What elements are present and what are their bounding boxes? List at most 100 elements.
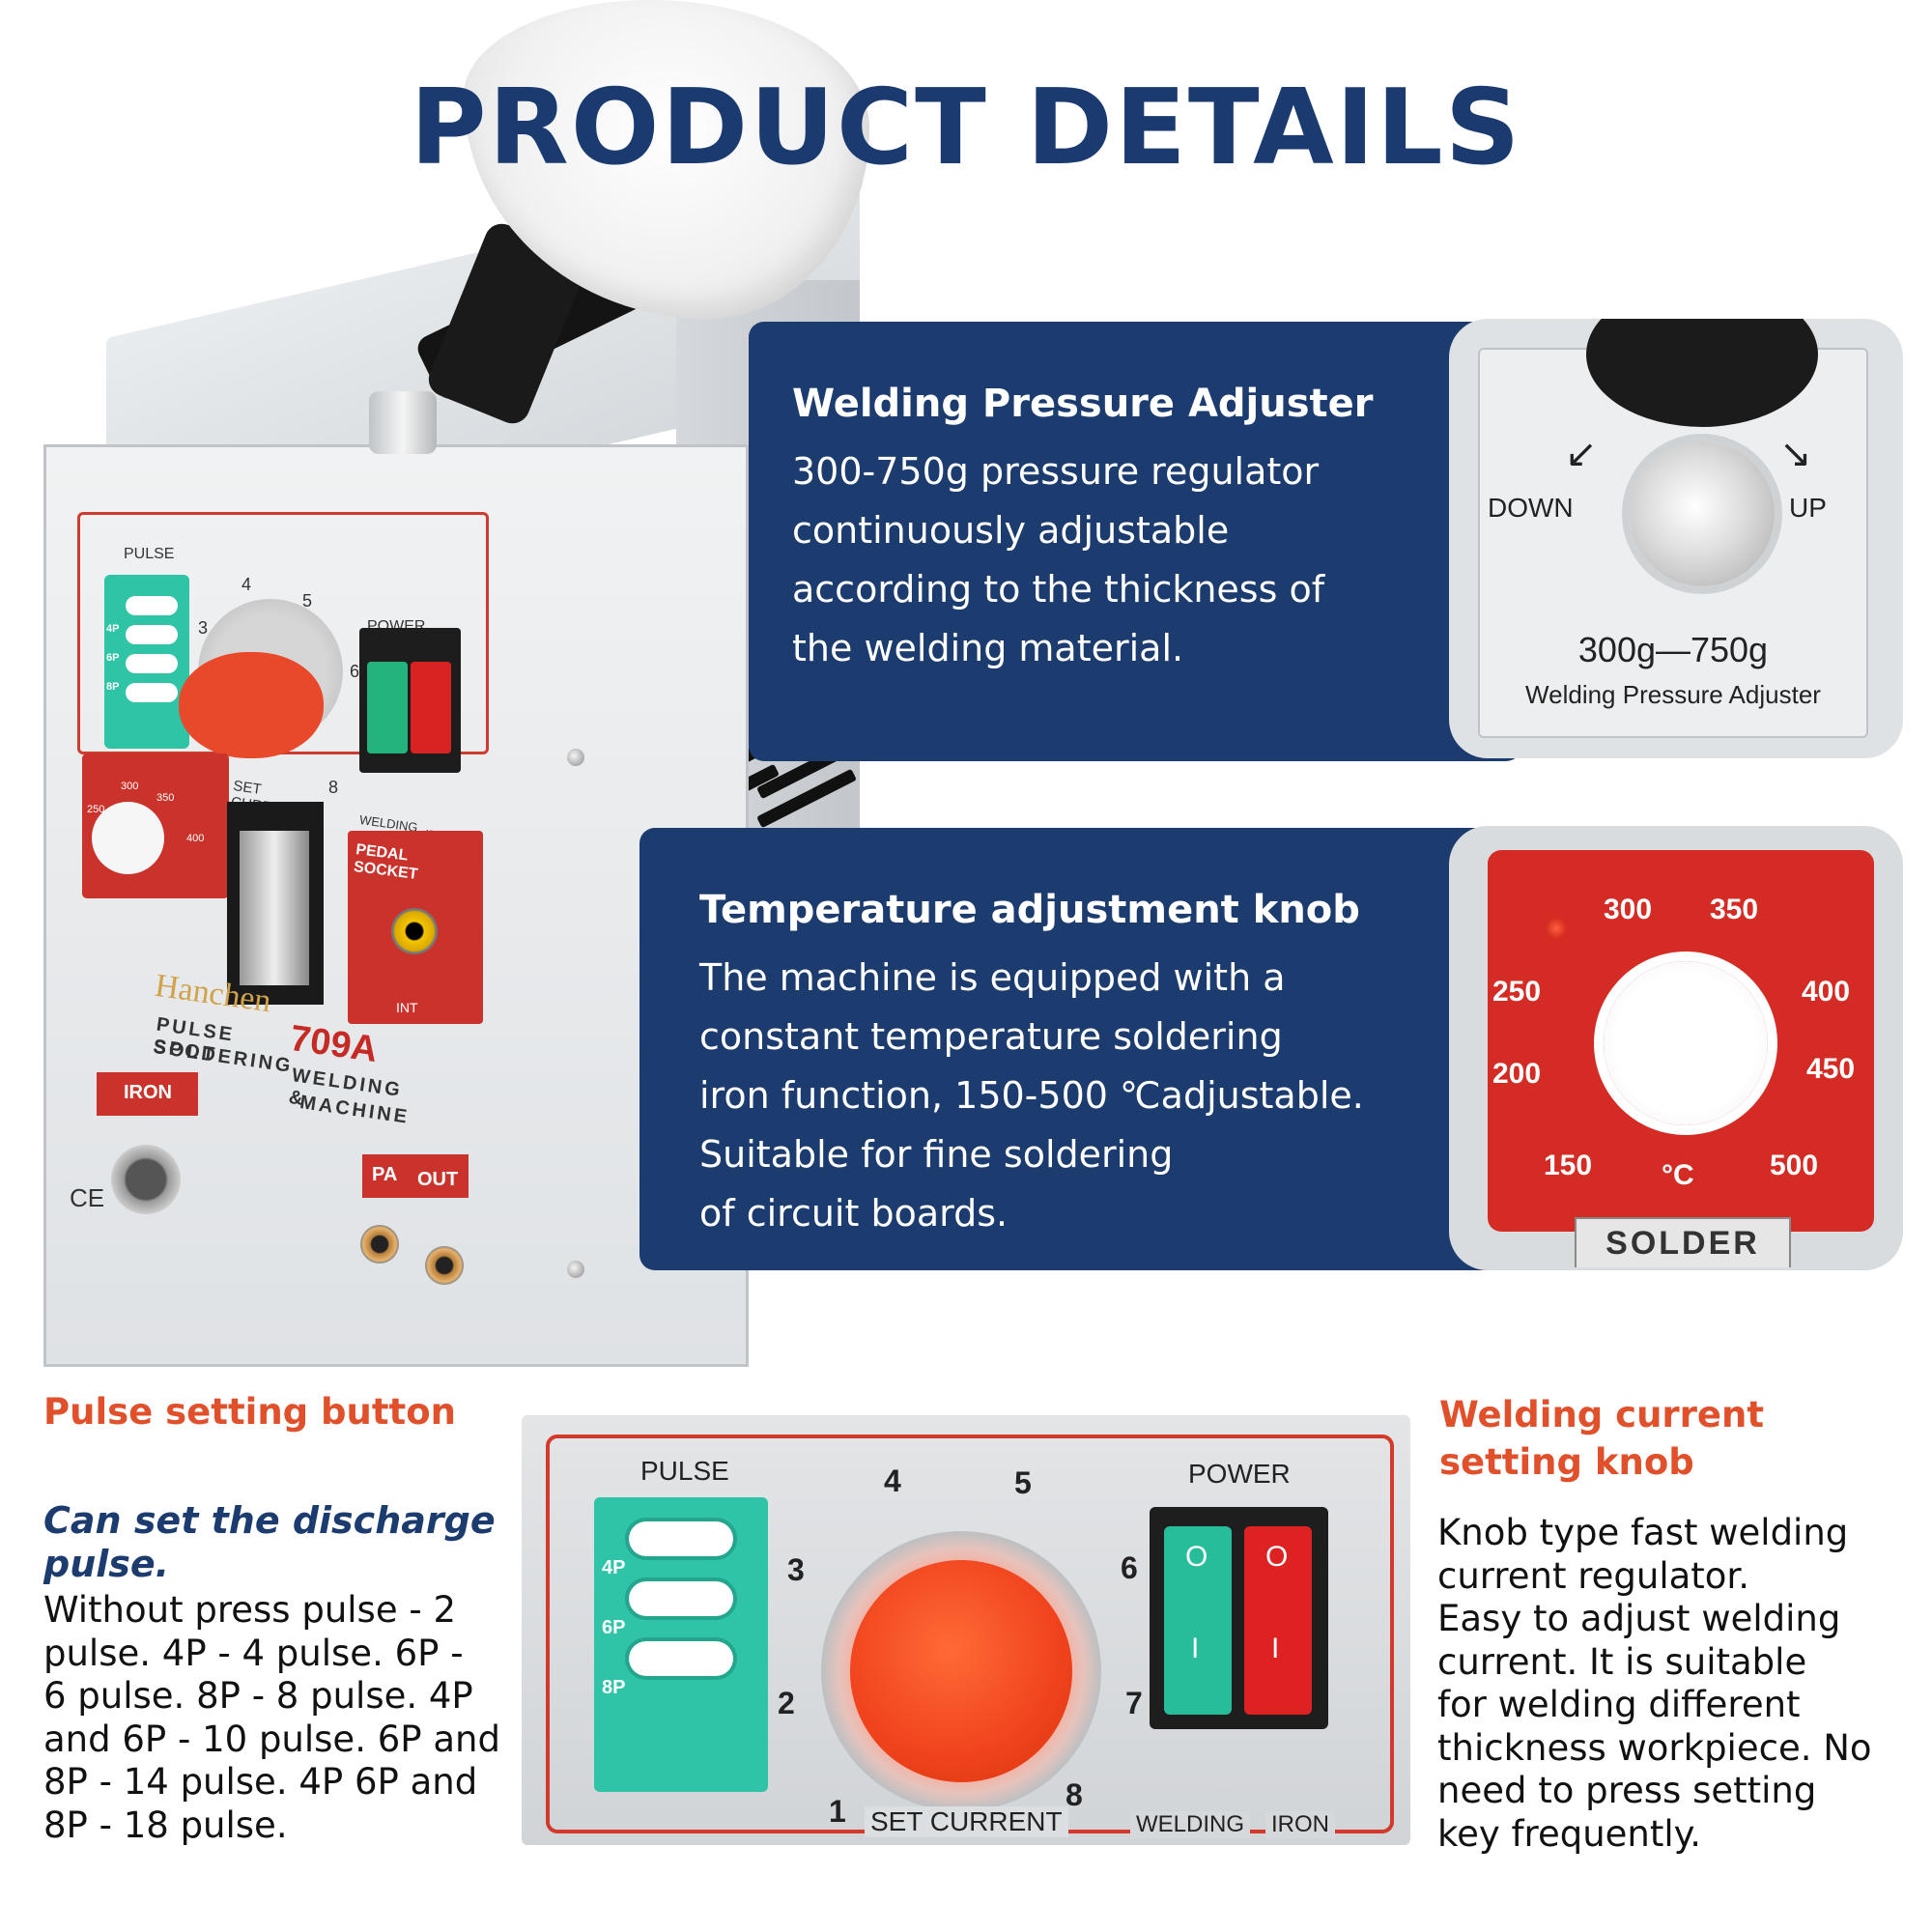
page-title: PRODUCT DETAILS: [410, 68, 1522, 188]
fp-temp-250: 250: [87, 804, 105, 815]
cp-pulse-button: [629, 1521, 733, 1556]
fp-pedal-socket[interactable]: [391, 908, 438, 954]
fp-pulse-button-4p[interactable]: [126, 625, 178, 644]
pressure-up-label: UP: [1789, 493, 1827, 523]
pulse-section-subtitle: Can set the discharge pulse.: [43, 1499, 496, 1585]
fp-temperature-knob[interactable]: [92, 802, 164, 874]
fp-temp-300: 300: [121, 781, 139, 792]
fp-pulse-button-8p[interactable]: [126, 683, 178, 702]
pressure-card-description: 300-750g pressure regulator continuously…: [792, 450, 1325, 669]
fp-int-label: INT: [396, 1000, 418, 1015]
temp-unit-label: °C: [1662, 1159, 1694, 1191]
cp-6p-label: 6P: [602, 1617, 626, 1638]
cp-iron-switch: O I: [1244, 1526, 1312, 1715]
pressure-photo-caption: Welding Pressure Adjuster: [1525, 680, 1821, 709]
cp-pulse-button-4p: [629, 1581, 733, 1616]
fp-pa-socket[interactable]: [360, 1225, 399, 1264]
fp-dial-6: 6: [350, 662, 360, 681]
cp-welding-on-mark: O: [1185, 1541, 1208, 1573]
down-arrow-icon: ↙: [1565, 433, 1598, 475]
fp-out-label: OUT: [417, 1169, 459, 1190]
cp-dial-4: 4: [884, 1463, 901, 1498]
indicator-led-icon: [1546, 918, 1567, 939]
fp-out-socket[interactable]: [425, 1246, 464, 1285]
ce-mark: CE: [70, 1183, 105, 1212]
temperature-knob-photo: 150 200 250 300 350 400 450 500 °C SOLDE…: [1449, 826, 1903, 1270]
temp-200: 200: [1492, 1058, 1542, 1090]
temp-500: 500: [1770, 1150, 1819, 1181]
cp-pulse-button-6p: [629, 1641, 733, 1676]
temperature-photo-panel: 150 200 250 300 350 400 450 500 °C: [1488, 850, 1874, 1232]
fp-pa-out-tag: [362, 1154, 469, 1198]
cp-dial-6: 6: [1121, 1550, 1138, 1585]
fp-iron-tag-label: IRON: [124, 1082, 172, 1103]
cp-welding-label: WELDING: [1130, 1811, 1251, 1838]
cp-4p-label: 4P: [602, 1557, 626, 1578]
current-section-title: Welding current setting knob: [1439, 1394, 1765, 1483]
pressure-card-title: Welding Pressure Adjuster: [792, 382, 1374, 426]
pulse-section-title: Pulse setting button: [43, 1391, 456, 1433]
fp-current-knob[interactable]: [179, 652, 324, 758]
screw-icon: [567, 749, 584, 766]
screw-icon: [567, 1261, 584, 1278]
fp-iron-tag: [97, 1072, 198, 1116]
fp-4p-label: 4P: [106, 623, 120, 635]
temperature-dial: [1604, 961, 1768, 1125]
pulse-section-body: Without press pulse - 2 pulse. 4P - 4 pu…: [43, 1589, 500, 1846]
current-section-body: Knob type fast welding current regulator…: [1437, 1512, 1872, 1855]
temperature-card-title: Temperature adjustment knob: [699, 888, 1360, 932]
temp-400: 400: [1802, 976, 1851, 1008]
pressure-down-label: DOWN: [1488, 493, 1574, 523]
cp-dial-2: 2: [778, 1686, 795, 1720]
cp-dial-5: 5: [1014, 1465, 1032, 1500]
fp-temp-350: 350: [156, 792, 175, 804]
cp-dial-8: 8: [1065, 1777, 1083, 1812]
cp-set-current-label: SET CURRENT: [865, 1806, 1068, 1837]
cp-pulse-label: PULSE: [640, 1456, 729, 1486]
solder-plate-label: SOLDER: [1605, 1225, 1760, 1262]
temp-150: 150: [1544, 1150, 1593, 1181]
fp-pulse-label: PULSE: [124, 546, 175, 562]
fp-temp-400: 400: [186, 833, 205, 844]
fp-dial-5: 5: [302, 591, 313, 611]
fp-dial-3: 3: [198, 618, 209, 638]
temp-250: 250: [1492, 976, 1542, 1008]
pressure-adjuster-nub: [369, 391, 437, 454]
pressure-range-label: 300g—750g: [1577, 630, 1769, 669]
temp-300: 300: [1604, 894, 1653, 925]
fp-iron-power-switch[interactable]: [411, 662, 451, 753]
cp-iron-off-mark: I: [1271, 1633, 1280, 1664]
fp-dial-4: 4: [242, 575, 252, 594]
cp-iron-label: IRON: [1265, 1811, 1335, 1838]
cp-iron-on-mark: O: [1265, 1541, 1289, 1573]
cp-dial-7: 7: [1125, 1686, 1143, 1720]
pressure-adjuster-knob: [1630, 441, 1775, 586]
fp-pa-label: PA: [372, 1164, 398, 1185]
fp-welding-power-switch[interactable]: [367, 662, 408, 753]
fp-6p-label: 6P: [106, 652, 120, 664]
cp-dial-3: 3: [787, 1552, 805, 1587]
fp-pulse-panel: 4P 6P 8P: [104, 575, 189, 749]
temp-450: 450: [1806, 1053, 1856, 1085]
cp-welding-switch: O I: [1164, 1526, 1232, 1715]
fp-pulse-button-6p[interactable]: [126, 654, 178, 673]
fp-pulse-button[interactable]: [126, 596, 178, 615]
current-panel-photo: PULSE 4P 6P 8P 1 2 3 4 5 6 7 8 POWER O I…: [522, 1415, 1410, 1845]
cp-power-label: POWER: [1188, 1459, 1291, 1489]
pressure-card: Welding Pressure Adjuster 300-750g press…: [749, 322, 1521, 761]
cp-welding-off-mark: I: [1191, 1633, 1200, 1664]
temperature-card-description: The machine is equipped with a constant …: [699, 956, 1364, 1235]
fp-iron-connector[interactable]: [111, 1145, 181, 1214]
fp-dial-8: 8: [328, 778, 339, 797]
pressure-photo-handle: [1586, 319, 1818, 427]
cp-dial-1: 1: [829, 1794, 846, 1829]
cp-current-knob: [850, 1560, 1072, 1782]
temperature-card: Temperature adjustment knob The machine …: [639, 828, 1509, 1270]
temp-350: 350: [1710, 894, 1759, 925]
cp-8p-label: 8P: [602, 1677, 626, 1698]
pressure-photo-panel: ↙ ↘ DOWN UP 300g—750g Welding Pressure A…: [1478, 319, 1868, 738]
up-arrow-icon: ↘: [1779, 433, 1812, 475]
cp-pulse-panel: 4P 6P 8P: [594, 1497, 768, 1792]
fp-8p-label: 8P: [106, 681, 120, 693]
fp-electrode-pen: [240, 831, 309, 985]
